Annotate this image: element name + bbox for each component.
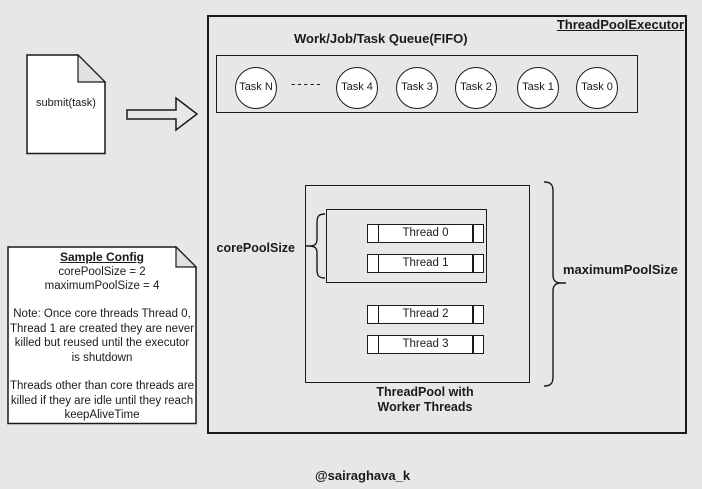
note-paragraph-2: Threads other than core threads are kill… <box>9 380 195 421</box>
right-arrow-icon <box>126 96 199 132</box>
threadpool-box <box>305 185 530 383</box>
queue-title: Work/Job/Task Queue(FIFO) <box>294 31 468 46</box>
max-pool-brace-icon <box>543 181 566 387</box>
sample-config-note <box>7 246 197 425</box>
sample-config-content: Sample Config corePoolSize = 2 maximumPo… <box>7 249 197 423</box>
author-handle: @sairaghava_k <box>315 468 411 483</box>
task-circle-1: Task 1 <box>517 67 559 109</box>
threadpoolexecutor-box <box>207 15 687 434</box>
core-pool-size-label: corePoolSize <box>216 241 296 255</box>
submit-task-label: submit(task) <box>36 97 96 109</box>
task-circle-n: Task N <box>235 67 277 109</box>
core-pool-brace-icon <box>305 213 326 279</box>
queue-ellipsis: ----- <box>291 76 323 91</box>
document-shape-icon <box>26 54 107 155</box>
submit-task-document <box>26 54 107 155</box>
config-maximum-pool-size: maximumPoolSize = 4 <box>44 280 160 292</box>
pool-caption: ThreadPool with Worker Threads <box>325 385 525 415</box>
task-circle-2: Task 2 <box>455 67 497 109</box>
thread-row-1: Thread 1 <box>367 254 484 273</box>
thread-row-2: Thread 2 <box>367 305 484 324</box>
pool-caption-line2: Worker Threads <box>377 400 473 414</box>
threadpoolexecutor-title: ThreadPoolExecutor <box>556 17 684 32</box>
note-paragraph-1: Note: Once core threads Thread 0, Thread… <box>9 308 195 364</box>
thread-row-3: Thread 3 <box>367 335 484 354</box>
task-circle-0: Task 0 <box>576 67 618 109</box>
config-core-pool-size: corePoolSize = 2 <box>58 266 146 278</box>
task-circle-3: Task 3 <box>396 67 438 109</box>
pool-caption-line1: ThreadPool with <box>376 385 474 399</box>
thread-row-0: Thread 0 <box>367 224 484 243</box>
task-circle-4: Task 4 <box>336 67 378 109</box>
maximum-pool-size-label: maximumPoolSize <box>563 262 678 277</box>
sample-config-title: Sample Config <box>59 250 144 264</box>
note-shape-icon <box>7 246 197 425</box>
core-threads-box <box>326 209 487 283</box>
queue-box <box>216 55 638 113</box>
